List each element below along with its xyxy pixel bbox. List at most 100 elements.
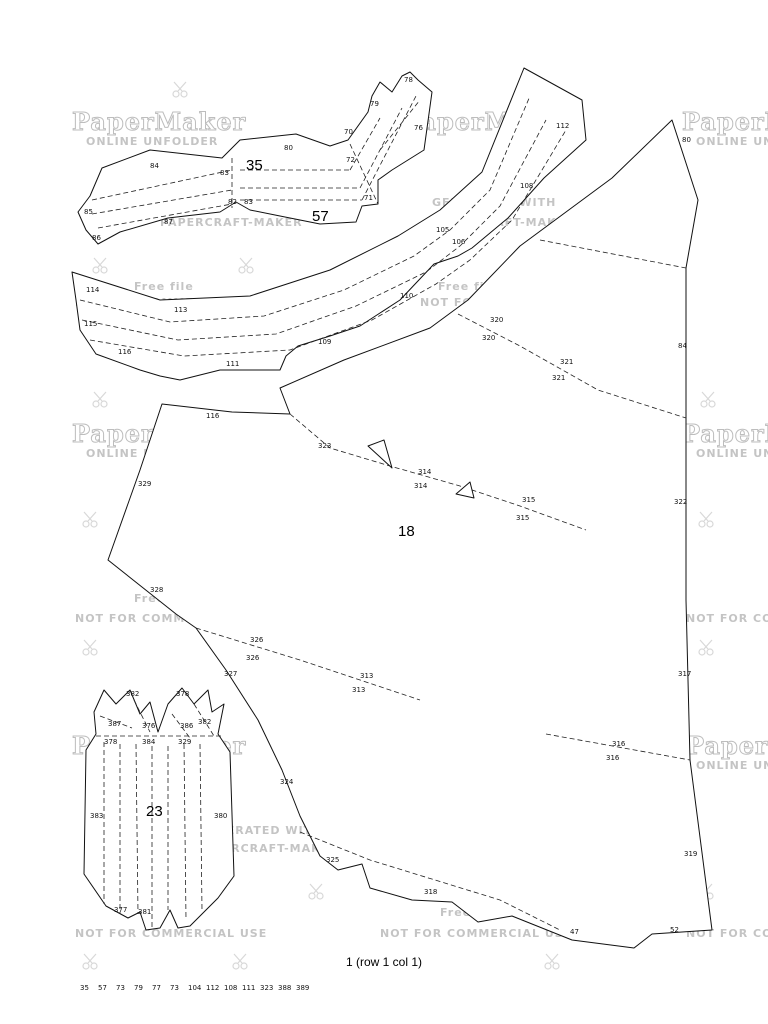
watermark-brand: PaperMaker — [686, 731, 768, 760]
edge-label: 87 — [164, 218, 173, 226]
edge-label: 376 — [142, 722, 156, 730]
edge-label: 84 — [678, 342, 687, 350]
watermark-site: PAPERCRAFT-MAKER — [160, 216, 303, 229]
edge-label: 80 — [284, 144, 293, 152]
edge-label: 82 — [228, 198, 237, 206]
edge-label: 381 — [138, 908, 151, 916]
edge-label: 388 — [278, 984, 291, 992]
watermark-brand: PaperMaker — [682, 107, 768, 136]
page-footer-label: 1 (row 1 col 1) — [346, 955, 422, 969]
edge-label: 314 — [414, 482, 428, 490]
watermark-tagline: ONLINE UNFOLDER — [696, 135, 768, 148]
curved-strip-outline — [71, 67, 587, 381]
edge-label: 323 — [260, 984, 273, 992]
edge-label: 328 — [150, 586, 163, 594]
edge-label: 382 — [198, 718, 211, 726]
edge-label: 326 — [246, 654, 260, 662]
edge-label: 314 — [418, 468, 432, 476]
edge-label: 386 — [180, 722, 194, 730]
part-18-piece: 18 80 84 320 320 321 321 116 323 314 314… — [107, 119, 713, 949]
edge-label: 324 — [280, 778, 294, 786]
edge-label: 80 — [682, 136, 691, 144]
edge-label: 84 — [150, 162, 159, 170]
part-number-23: 23 — [146, 803, 163, 820]
edge-label: 115 — [84, 320, 97, 328]
edge-label: 35 — [80, 984, 89, 992]
edge-label: 389 — [296, 984, 309, 992]
edge-label: 320 — [482, 334, 495, 342]
edge-label: 108 — [520, 182, 533, 190]
edge-label: 321 — [552, 374, 565, 382]
edge-label: 105 — [436, 226, 449, 234]
part-number-35: 35 — [246, 157, 263, 174]
part-35-57-piece: 35 57 84 80 83 82 83 87 86 85 70 79 78 7… — [77, 71, 433, 245]
edge-label: 383 — [90, 812, 103, 820]
edge-label: 319 — [684, 850, 697, 858]
edge-label: 86 — [92, 234, 101, 242]
edge-label: 57 — [98, 984, 107, 992]
edge-label: 321 — [560, 358, 573, 366]
edge-label: 313 — [352, 686, 365, 694]
edge-label: 378 — [104, 738, 117, 746]
edge-label: 83 — [220, 169, 229, 177]
part-23-outline — [83, 687, 235, 931]
edge-label: 114 — [86, 286, 100, 294]
edge-label: 85 — [84, 208, 93, 216]
watermark-free-file: Free file — [134, 280, 194, 293]
edge-label: 78 — [404, 76, 413, 84]
edge-label: 111 — [226, 360, 239, 368]
edge-label: 52 — [670, 926, 679, 934]
edge-label: 79 — [134, 984, 143, 992]
edge-label: 113 — [174, 306, 187, 314]
edge-label: 320 — [490, 316, 503, 324]
edge-label: 70 — [344, 128, 353, 136]
edge-label: 116 — [206, 412, 220, 420]
edge-label: 318 — [424, 888, 437, 896]
watermark-tagline: ONLINE UNFOLDER — [86, 135, 218, 148]
edge-label: 384 — [142, 738, 156, 746]
edge-label: 378 — [176, 690, 189, 698]
part-18-outline — [107, 119, 713, 949]
edge-label: 73 — [170, 984, 179, 992]
edge-label: 110 — [400, 292, 413, 300]
edge-label: 323 — [318, 442, 331, 450]
edge-label: 316 — [612, 740, 626, 748]
edge-label: 71 — [364, 194, 373, 202]
edge-label: 72 — [346, 156, 355, 164]
edge-label: 380 — [214, 812, 227, 820]
edge-label: 315 — [522, 496, 535, 504]
watermark-not-commercial: NOT FOR COMME — [75, 612, 194, 625]
part-23-piece: 23 387 382 376 378 386 382 378 384 329 3… — [83, 687, 235, 931]
edge-label: 317 — [678, 670, 691, 678]
edge-label: 73 — [116, 984, 125, 992]
edge-label: 83 — [244, 198, 253, 206]
edge-label: 106 — [452, 238, 466, 246]
edge-label: 387 — [108, 720, 121, 728]
edge-label: 382 — [126, 690, 139, 698]
edge-label: 322 — [674, 498, 687, 506]
edge-label: 377 — [114, 906, 127, 914]
edge-label: 316 — [606, 754, 620, 762]
edge-label: 315 — [516, 514, 529, 522]
part-number-18: 18 — [398, 523, 415, 540]
edge-label: 76 — [414, 124, 423, 132]
edge-label: 326 — [250, 636, 264, 644]
edge-label: 104 — [188, 984, 202, 992]
edge-label: 313 — [360, 672, 373, 680]
edge-label: 47 — [570, 928, 579, 936]
edge-label: 77 — [152, 984, 161, 992]
edge-label: 327 — [224, 670, 237, 678]
part-number-57: 57 — [312, 208, 329, 225]
edge-label: 329 — [178, 738, 191, 746]
edge-label: 325 — [326, 856, 339, 864]
watermark-not-commercial: NOT FOR COMMERCIAL USE — [380, 927, 572, 940]
edge-label: 108 — [224, 984, 237, 992]
edge-label: 79 — [370, 100, 379, 108]
watermark-tagline: ONLINE UNFOLDER — [696, 759, 768, 772]
edge-label: 112 — [206, 984, 219, 992]
watermark-brand: PaperMaker — [72, 107, 246, 136]
edge-label: 111 — [242, 984, 255, 992]
watermark-not-commercial: NOT FOR COMME — [686, 612, 768, 625]
scissors-icon — [82, 81, 716, 970]
